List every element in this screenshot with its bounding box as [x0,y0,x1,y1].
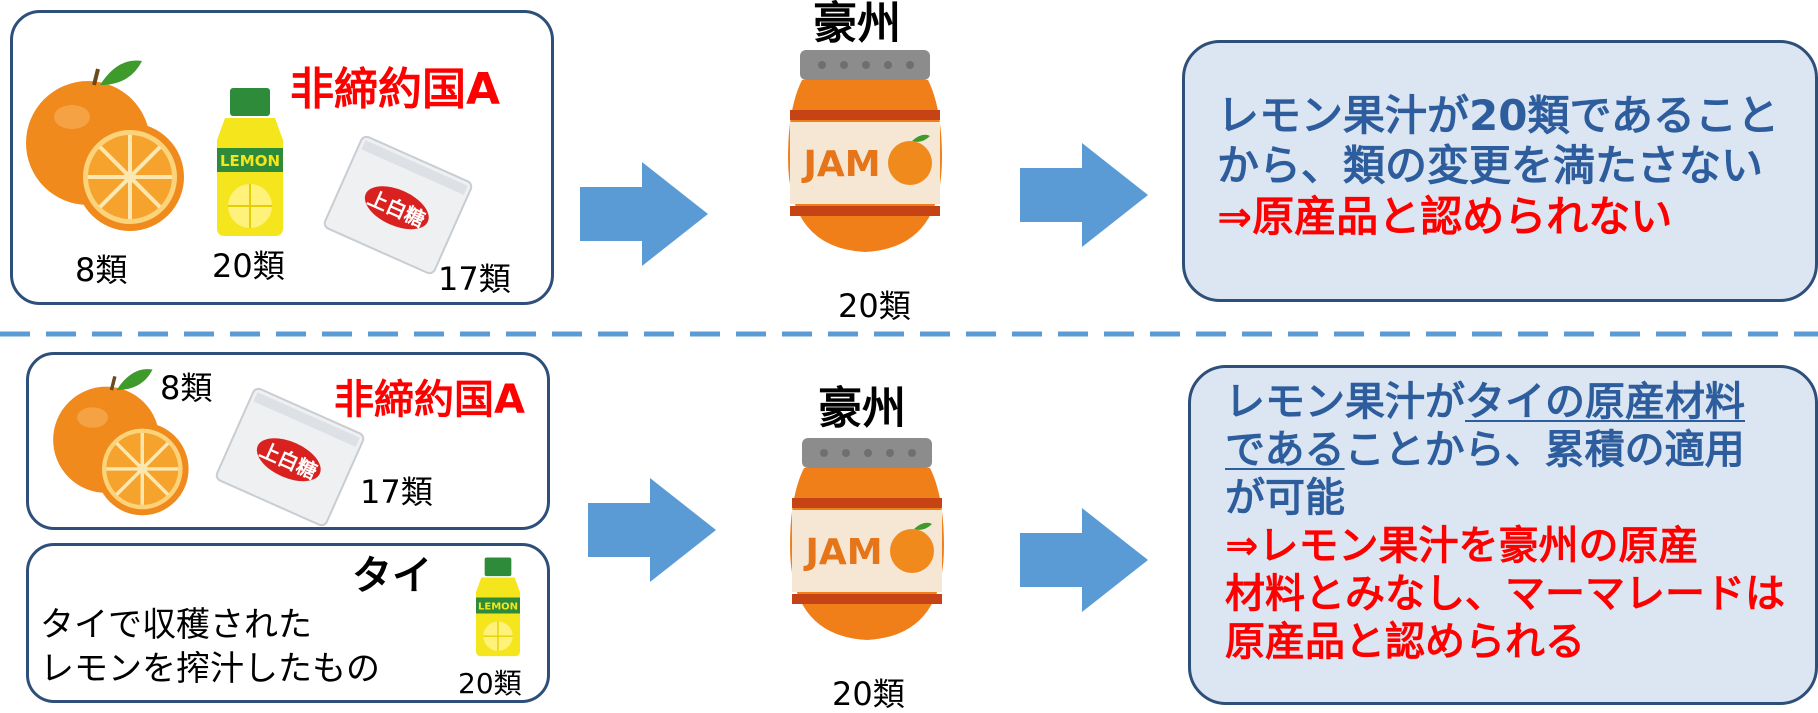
right-arrow-icon [580,162,708,266]
thai-description: タイで収穫された レモンを搾汁したもの [40,603,380,691]
result-box: レモン果汁が20類であること から、類の変更を満たさない ⇒原産品と認められない [1182,40,1818,302]
orange-icon [53,369,189,516]
sugar-hs-label: 17類 [438,260,511,298]
jam-hs-label: 20類 [838,287,911,325]
jam-label: JAM [802,532,882,573]
result-conclusion: ⇒原産品と認められない [1217,191,1673,241]
orange-hs-label: 8類 [160,369,213,407]
lemon-hs-label: 20類 [212,247,285,285]
origin-label: 非締約国A [290,64,501,115]
lemon-bottle-label: LEMON [220,152,280,170]
result-conclusion: ⇒レモン果汁を豪州の原産 [1225,523,1699,569]
orange-hs-label: 8類 [75,251,128,289]
thai-heading: タイ [352,553,432,599]
result-text-line: から、類の変更を満たさない [1217,141,1764,191]
result-text-line: が可能 [1225,475,1345,521]
result-conclusion: 原産品と認められる [1225,619,1585,665]
result-conclusion: 材料とみなし、マーマレードは [1225,571,1785,617]
result-box: レモン果汁がタイの原産材料 であることから、累積の適用 が可能 ⇒レモン果汁を豪… [1188,365,1818,705]
country-heading: 豪州 [813,0,901,49]
section-divider [0,331,1818,337]
country-heading: 豪州 [818,383,906,434]
jam-jar-icon: JAM [790,438,944,640]
jam-label: JAM [800,144,880,185]
jam-jar-icon: JAM [788,50,942,252]
sugar-pack-icon: 上白糖 [215,387,365,527]
result-text-line: であることから、累積の適用 [1225,427,1745,473]
thai-materials-box [26,543,550,703]
result-text-line: レモン果汁が20類であること [1217,91,1780,140]
right-arrow-icon [588,478,716,582]
sugar-hs-label: 17類 [360,473,433,511]
result-text-line: レモン果汁がタイの原産材料 [1225,379,1745,425]
lemon-juice-bottle-icon: LEMON [476,557,520,657]
lemon-juice-bottle-icon: LEMON [217,88,283,236]
right-arrow-icon [1020,508,1148,612]
orange-icon [26,60,184,231]
thai-description-line: タイで収穫された [40,605,312,645]
right-arrow-icon [1020,143,1148,247]
thai-description-line: レモンを搾汁したもの [40,649,380,690]
jam-hs-label: 20類 [832,675,905,713]
sugar-pack-icon: 上白糖 [323,135,473,275]
lemon-hs-label: 20類 [458,667,522,700]
lemon-bottle-label: LEMON [478,602,518,613]
origin-label: 非締約国A [334,377,525,423]
